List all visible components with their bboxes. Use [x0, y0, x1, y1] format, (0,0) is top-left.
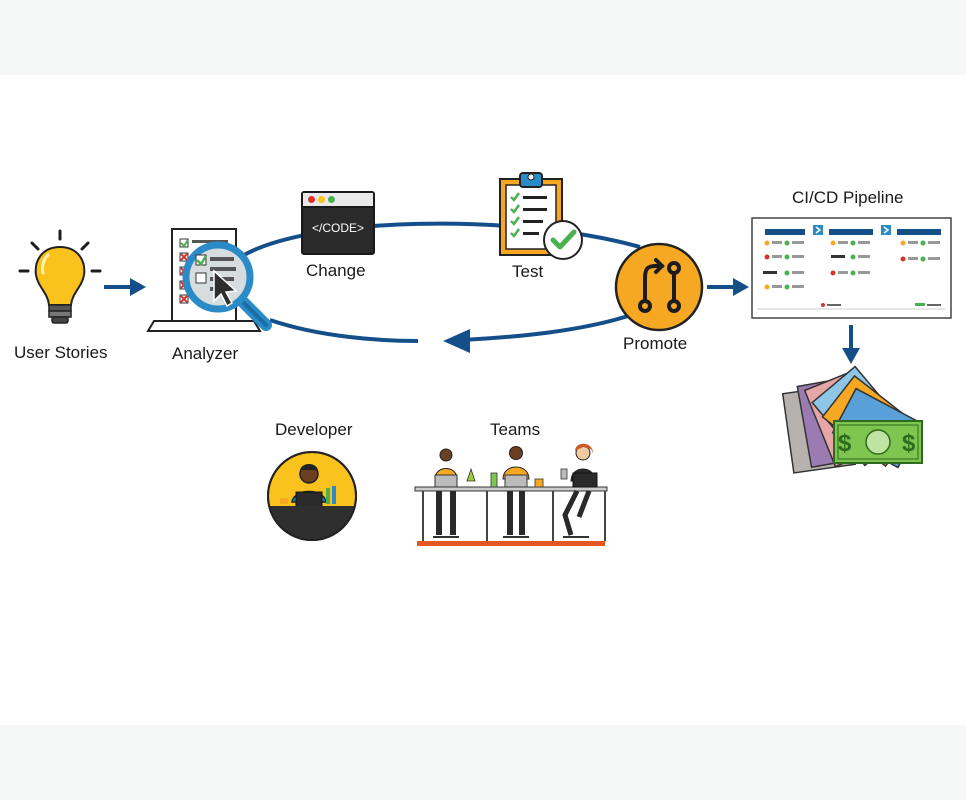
return-arrow-head — [443, 329, 470, 353]
return-arrow-line — [461, 314, 629, 342]
developer-label: Developer — [275, 420, 353, 439]
developer-at-desk-icon — [267, 451, 357, 541]
banknotes-icon: $ $ — [781, 365, 923, 474]
code-window-text: </CODE> — [311, 221, 365, 235]
checklist-clipboard-icon — [499, 172, 583, 260]
svg-text:$: $ — [902, 430, 916, 457]
arrow-stories-analyzer-head — [130, 278, 146, 296]
pipeline-label: CI/CD Pipeline — [792, 188, 904, 207]
flow-loop — [104, 221, 860, 364]
teams-label: Teams — [490, 420, 541, 439]
loop-upper-arc — [234, 221, 641, 262]
svg-text:$: $ — [838, 430, 852, 457]
arrow-pipeline-money-head — [842, 348, 860, 364]
test-label: Test — [512, 262, 544, 281]
window-dot-green — [328, 196, 335, 203]
window-dot-red — [308, 196, 315, 203]
analyzer-label: Analyzer — [172, 344, 239, 363]
change-label: Change — [306, 261, 366, 280]
lightbulb-icon — [18, 229, 102, 324]
team-at-desks-icon — [414, 443, 608, 546]
user-stories-label: User Stories — [14, 343, 108, 362]
pipeline-board-icon — [751, 217, 952, 319]
loop-lower-arc — [269, 318, 419, 343]
promote-label: Promote — [623, 334, 688, 353]
code-window-titlebar — [303, 193, 373, 208]
code-window-icon: </CODE> — [301, 191, 375, 255]
arrow-promote-pipeline-head — [733, 278, 749, 296]
pull-request-icon — [614, 242, 704, 332]
diagram-canvas: User Stories — [0, 75, 966, 725]
window-dot-yellow — [318, 196, 325, 203]
laptop-magnifier-icon — [146, 228, 272, 332]
